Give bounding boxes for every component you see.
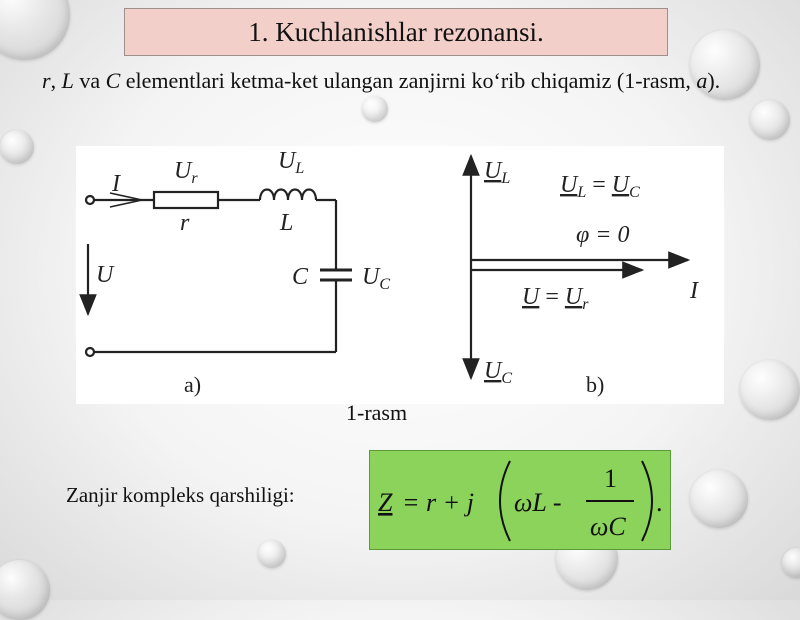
figure-caption: 1-rasm (346, 400, 408, 425)
decor-bubble (0, 130, 34, 164)
circuit-labels: I Ur r UL L C UC U a) (96, 148, 390, 397)
phasor-current-label: I (689, 278, 699, 304)
voltage-equation: U = Ur (522, 284, 589, 313)
capacitor-voltage-label: UC (362, 264, 390, 293)
decor-bubble (750, 100, 790, 140)
source-voltage-label: U (96, 262, 115, 288)
intro-var-l: L (61, 68, 74, 93)
uc-label: UC (484, 358, 512, 387)
figure-drawing: I Ur r UL L C UC U a) UL UC UL = UC φ = … (79, 148, 699, 397)
resonance-equation: UL = UC (560, 172, 640, 201)
decor-bubble (258, 540, 286, 568)
formula-r-j: = r + j (402, 488, 474, 517)
circuit-diagram (79, 188, 352, 358)
decor-bubble (740, 360, 800, 420)
figure-panel: I Ur r UL L C UC U a) UL UC UL = UC φ = … (76, 146, 724, 404)
top-terminal (84, 194, 96, 206)
decor-bubble (0, 0, 70, 60)
current-arrow-icon (109, 192, 143, 208)
phasor-labels: UL UC UL = UC φ = 0 U = Ur I b) (484, 158, 699, 397)
formula-numerator: 1 (604, 464, 617, 493)
decor-bubble (782, 548, 800, 578)
panel-label-b: b) (586, 372, 604, 397)
panel-label-a: a) (184, 372, 201, 397)
resistor-symbol (152, 190, 220, 210)
right-paren (641, 460, 653, 542)
phase-angle-equation: φ = 0 (576, 222, 629, 248)
intro-text: va (73, 68, 106, 93)
intro-text: elementlari ketma-ket ulangan zanjirni k… (120, 68, 697, 93)
impedance-label: Zanjir kompleks qarshiligi: (66, 483, 295, 507)
intro-var-r: r (42, 68, 51, 93)
decor-bubble (690, 470, 748, 528)
slide-title: 1. Kuchlanishlar rezonansi. (124, 8, 668, 56)
formula-denominator: ωC (590, 512, 626, 541)
impedance-formula: Z = r + j ωL - 1 ωC . (378, 460, 663, 542)
inductor-symbol (258, 188, 318, 201)
decor-bubble (0, 560, 50, 620)
intro-text: , (50, 68, 62, 93)
current-label: I (111, 171, 121, 197)
phasor-diagram (462, 153, 691, 381)
decor-bubble (362, 96, 388, 122)
formula-z: Z (378, 488, 393, 517)
resistor-voltage-label: Ur (174, 158, 198, 187)
slide-title-text: 1. Kuchlanishlar rezonansi. (248, 16, 544, 47)
decor-bubble (690, 30, 760, 100)
intro-text: ). (707, 68, 721, 93)
bottom-terminal (84, 346, 96, 358)
intro-var-a: a (696, 68, 708, 93)
capacitor-label: C (292, 264, 309, 290)
ul-label: UL (484, 158, 510, 187)
resistor-label: r (180, 210, 190, 236)
inductor-voltage-label: UL (278, 148, 304, 177)
left-paren (499, 460, 511, 542)
formula-end: . (656, 488, 663, 517)
inductor-label: L (279, 210, 293, 236)
intro-paragraph: r, L va C elementlari ketma-ket ulangan … (42, 66, 762, 96)
formula-omega-l: ωL - (514, 488, 562, 517)
intro-var-c: C (105, 68, 121, 93)
impedance-formula-box: Z = r + j ωL - 1 ωC . (369, 450, 671, 550)
